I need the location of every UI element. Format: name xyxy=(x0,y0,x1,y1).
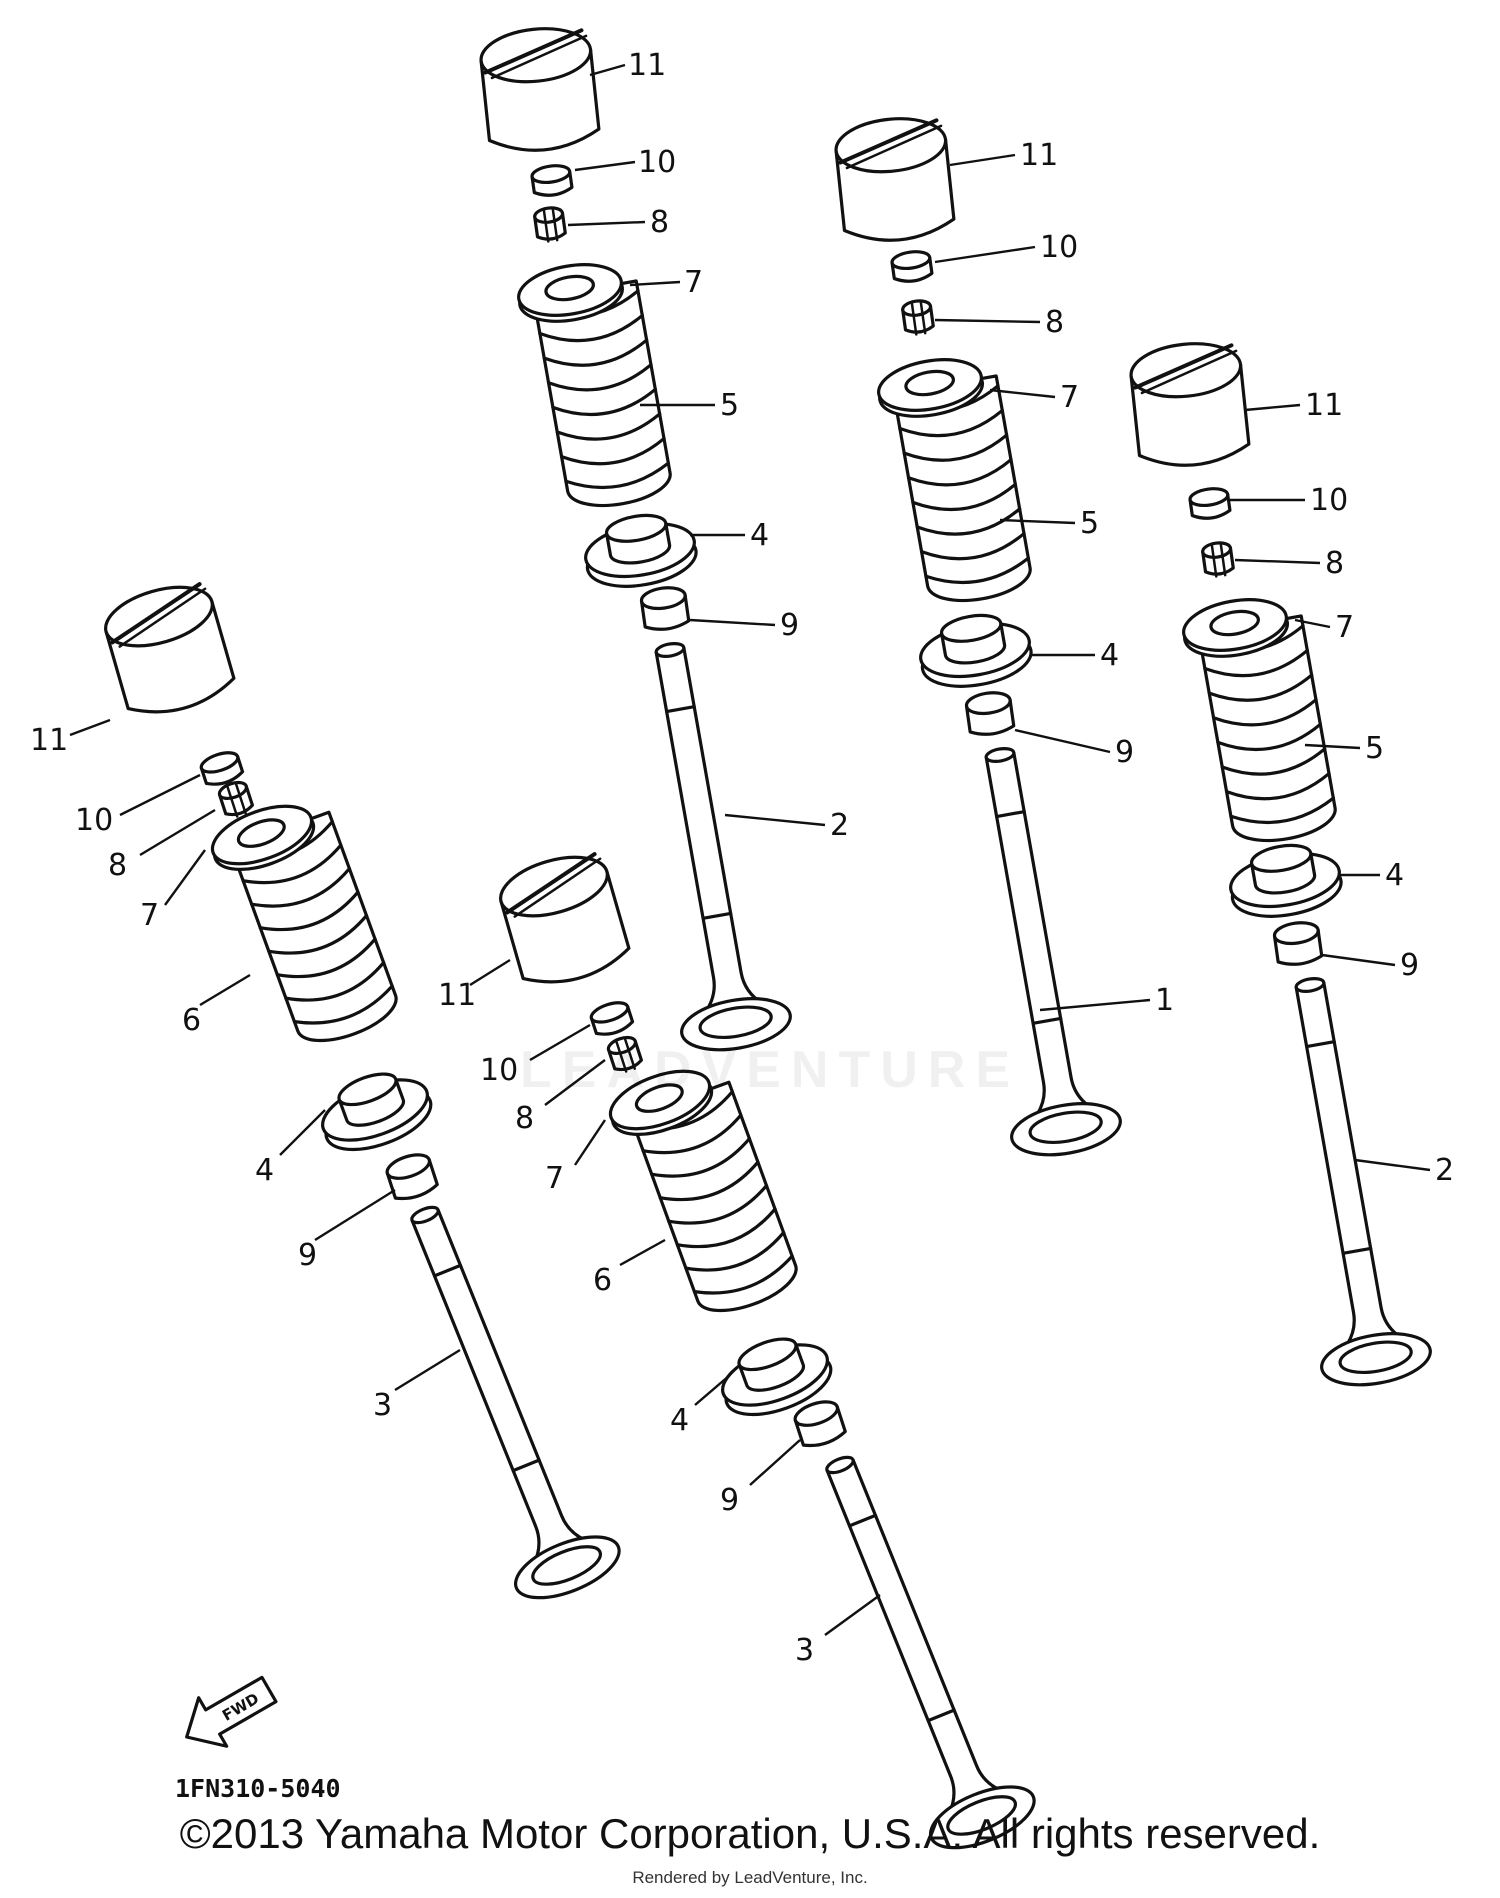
callout-11: 11 xyxy=(628,48,666,83)
callout-8: 8 xyxy=(1045,305,1064,340)
callout-9: 9 xyxy=(1115,735,1134,770)
callout-8: 8 xyxy=(108,848,127,883)
callout-2: 2 xyxy=(1435,1153,1454,1188)
callout-4: 4 xyxy=(750,518,769,553)
watermark: LEADVENTURE xyxy=(520,1041,1021,1099)
callout-7: 7 xyxy=(1335,610,1354,645)
callouts: 11 10 8 7 5 4 9 2 11 10 8 7 5 4 9 1 11 1… xyxy=(30,48,1454,1668)
callout-9: 9 xyxy=(780,608,799,643)
callout-2: 2 xyxy=(830,808,849,843)
callout-6: 6 xyxy=(182,1003,201,1038)
callout-8: 8 xyxy=(515,1101,534,1136)
callout-7: 7 xyxy=(545,1161,564,1196)
callout-10: 10 xyxy=(1310,483,1348,518)
leader-lines xyxy=(69,63,1431,1636)
callout-7: 7 xyxy=(140,898,159,933)
callout-5: 5 xyxy=(1080,506,1099,541)
fwd-arrow-icon: FWD xyxy=(185,1675,278,1748)
callout-11: 11 xyxy=(1020,138,1058,173)
callout-10: 10 xyxy=(480,1053,518,1088)
callout-11: 11 xyxy=(1305,388,1343,423)
callout-11: 11 xyxy=(30,723,68,758)
callout-1: 1 xyxy=(1155,983,1174,1018)
valve-assembly-b xyxy=(831,111,1126,1165)
callout-8: 8 xyxy=(1325,546,1344,581)
callout-9: 9 xyxy=(1400,948,1419,983)
rendered-by-note: Rendered by LeadVenture, Inc. xyxy=(632,1868,868,1887)
callout-9: 9 xyxy=(720,1483,739,1518)
callout-9: 9 xyxy=(298,1238,317,1273)
callout-8: 8 xyxy=(650,205,669,240)
callout-4: 4 xyxy=(670,1403,689,1438)
callout-7: 7 xyxy=(684,265,703,300)
callout-10: 10 xyxy=(638,145,676,180)
drawing-code: 1FN310-5040 xyxy=(175,1774,341,1803)
callout-3: 3 xyxy=(373,1388,392,1423)
callout-4: 4 xyxy=(1385,858,1404,893)
callout-11: 11 xyxy=(438,978,476,1013)
copyright-notice: ©2013 Yamaha Motor Corporation, U.S.A. A… xyxy=(179,1810,1321,1857)
callout-5: 5 xyxy=(720,388,739,423)
callout-10: 10 xyxy=(75,803,113,838)
callout-7: 7 xyxy=(1060,380,1079,415)
callout-4: 4 xyxy=(1100,638,1119,673)
callout-4: 4 xyxy=(255,1153,274,1188)
callout-5: 5 xyxy=(1365,731,1384,766)
callout-10: 10 xyxy=(1040,230,1078,265)
callout-3: 3 xyxy=(795,1633,814,1668)
callout-6: 6 xyxy=(593,1263,612,1298)
